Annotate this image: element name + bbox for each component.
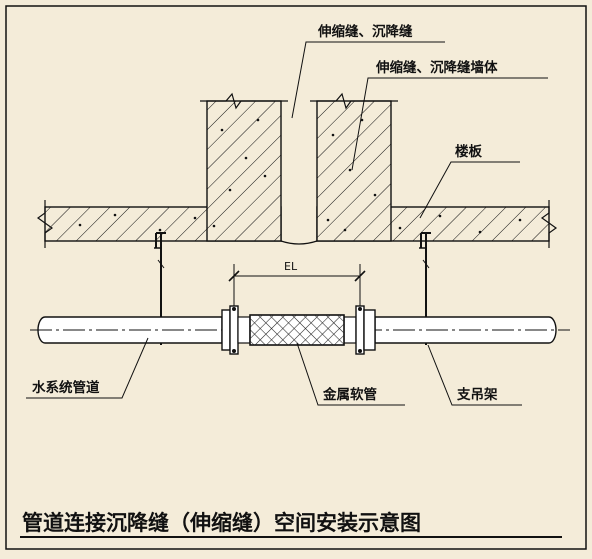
water-pipe [30,316,570,344]
floor-slab-label: 楼板 [455,143,482,160]
metal-hose [249,314,345,346]
figure-caption: 管道连接沉降缝（伸缩缝）空间安装示意图 [22,511,421,535]
el-dimension: EL [228,260,366,306]
outer-frame [5,5,587,550]
leaders [26,41,548,406]
floor-slab [36,200,558,248]
metal-hose-label: 金属软管 [322,386,377,403]
flange-right [343,305,376,355]
joint-label: 伸缩缝、沉降缝 [317,23,413,40]
flange-left [221,305,251,355]
dimension-label: EL [284,260,298,273]
joint-wall-label: 伸缩缝、沉降缝墙体 [375,59,498,76]
hanger-label: 支吊架 [456,386,498,403]
joint-wall [78,92,522,245]
water-pipe-label: 水系统管道 [32,379,100,396]
